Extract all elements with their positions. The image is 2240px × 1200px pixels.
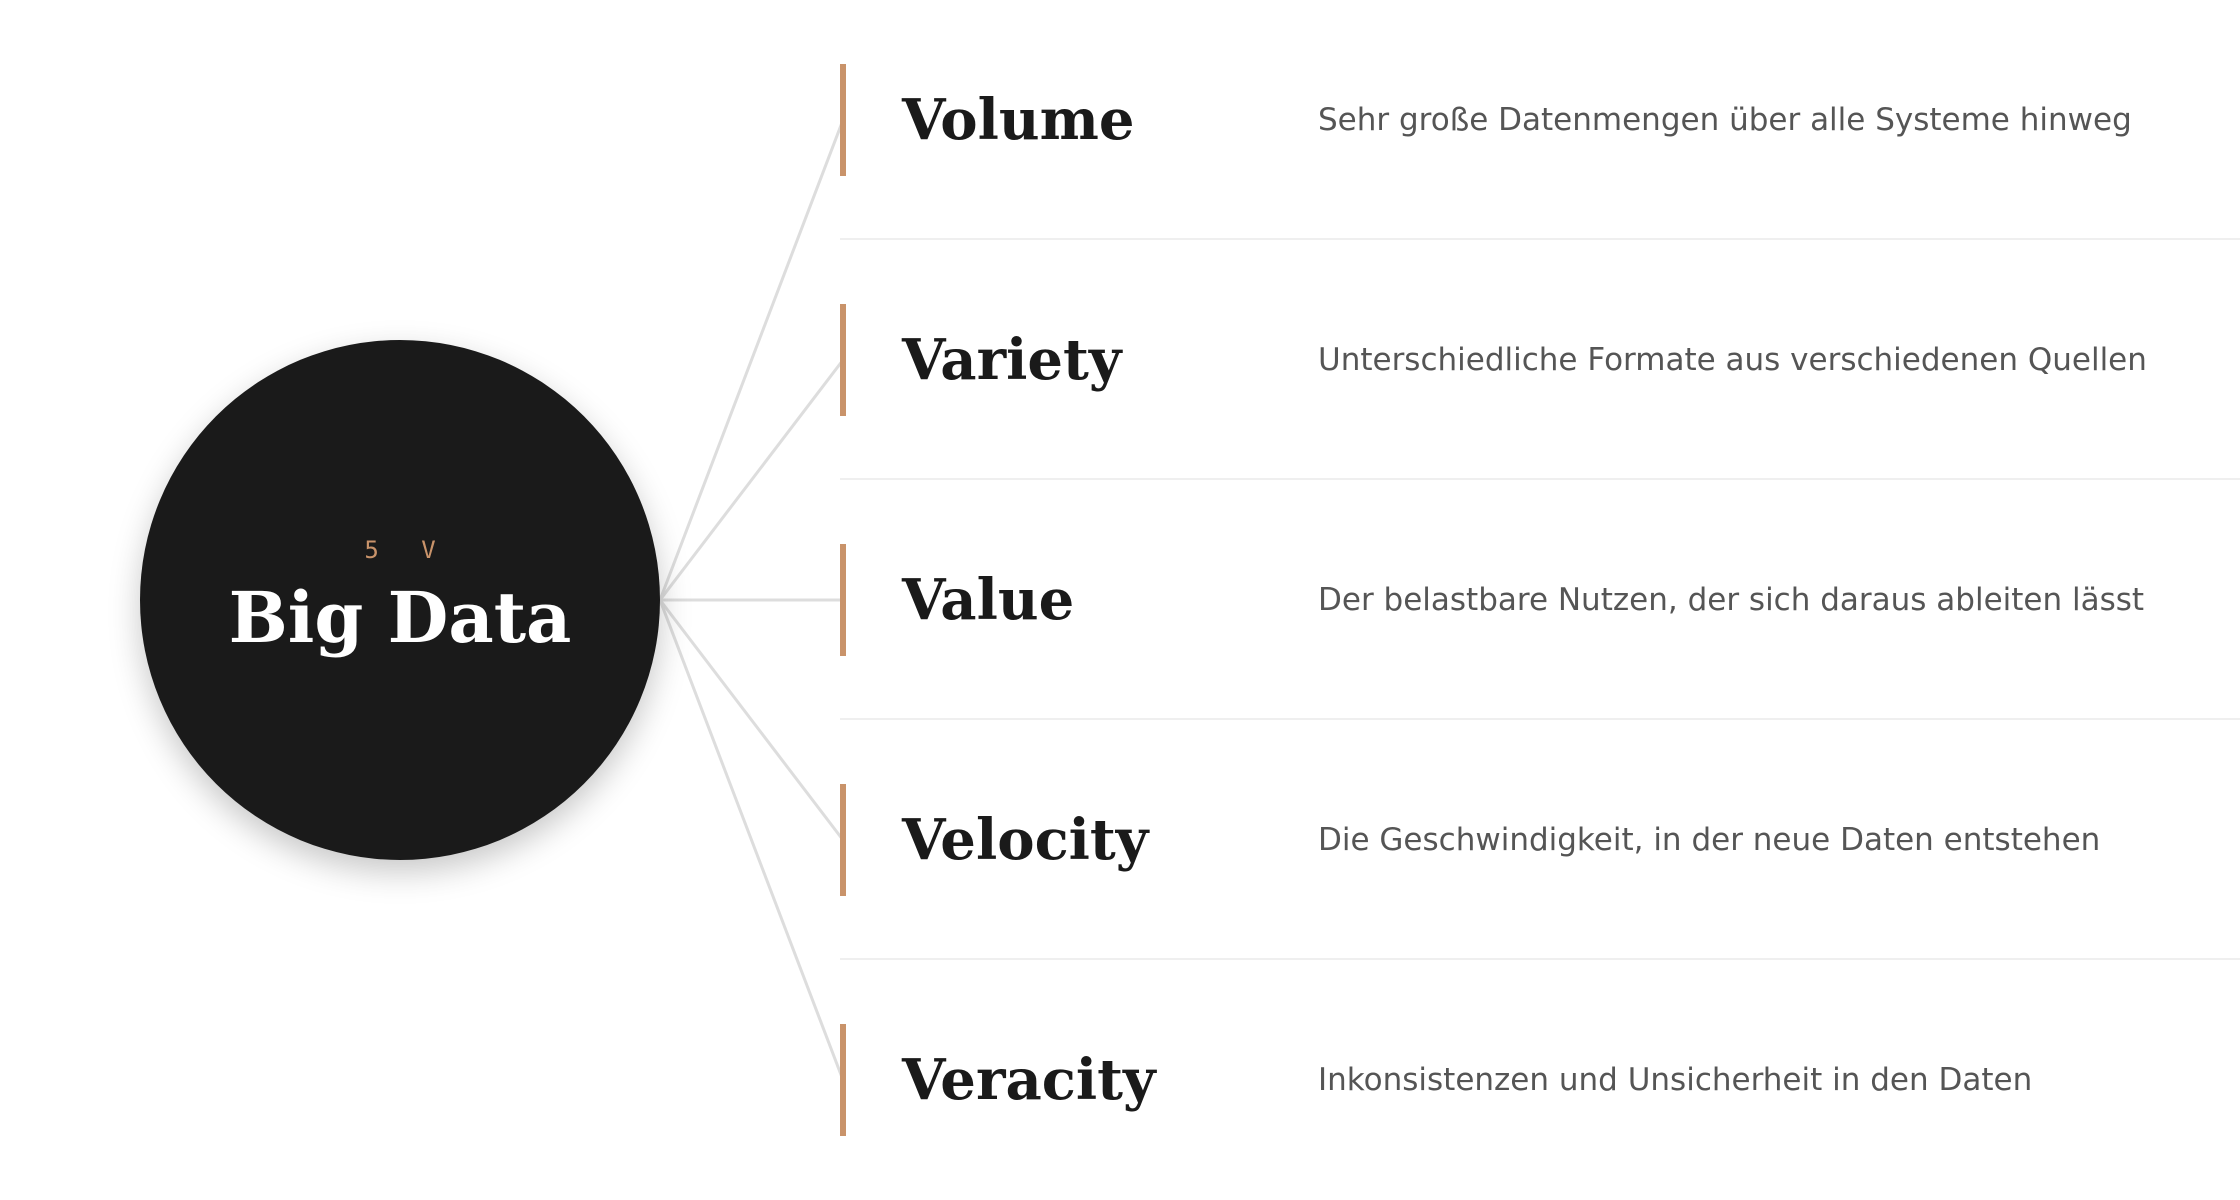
v-item-title: Volume [902, 87, 1135, 153]
row-divider [840, 718, 2240, 720]
accent-bar [840, 544, 846, 656]
v-item-title: Value [902, 567, 1075, 633]
row-divider [840, 478, 2240, 480]
accent-bar [840, 64, 846, 176]
v-item-veracity: Veracity Inkonsistenzen und Unsicherheit… [840, 960, 2240, 1200]
big-data-hub-circle: 5 V Big Data [140, 340, 660, 860]
accent-bar [840, 784, 846, 896]
accent-bar [840, 1024, 846, 1136]
v-item-description: Die Geschwindigkeit, in der neue Daten e… [1318, 822, 2101, 858]
v-item-description: Der belastbare Nutzen, der sich daraus a… [1318, 582, 2145, 618]
hub-kicker: 5 V [364, 536, 450, 564]
v-list: Volume Sehr große Datenmengen über alle … [840, 0, 2240, 1200]
connector-line [658, 599, 845, 1081]
v-item-velocity: Velocity Die Geschwindigkeit, in der neu… [840, 720, 2240, 960]
v-item-value: Value Der belastbare Nutzen, der sich da… [840, 480, 2240, 720]
v-item-description: Unterschiedliche Formate aus verschieden… [1318, 342, 2147, 378]
v-item-variety: Variety Unterschiedliche Formate aus ver… [840, 240, 2240, 480]
connector-line [658, 359, 845, 601]
v-item-title: Veracity [902, 1047, 1156, 1113]
v-item-volume: Volume Sehr große Datenmengen über alle … [840, 0, 2240, 240]
row-divider [840, 958, 2240, 960]
connector-line [658, 119, 845, 601]
v-item-description: Inkonsistenzen und Unsicherheit in den D… [1318, 1062, 2033, 1098]
connector-line [658, 599, 845, 841]
row-divider [840, 238, 2240, 240]
hub-title: Big Data [228, 576, 572, 659]
v-item-description: Sehr große Datenmengen über alle Systeme… [1318, 102, 2132, 138]
v-item-title: Variety [902, 327, 1122, 393]
accent-bar [840, 304, 846, 416]
v-item-title: Velocity [902, 807, 1149, 873]
